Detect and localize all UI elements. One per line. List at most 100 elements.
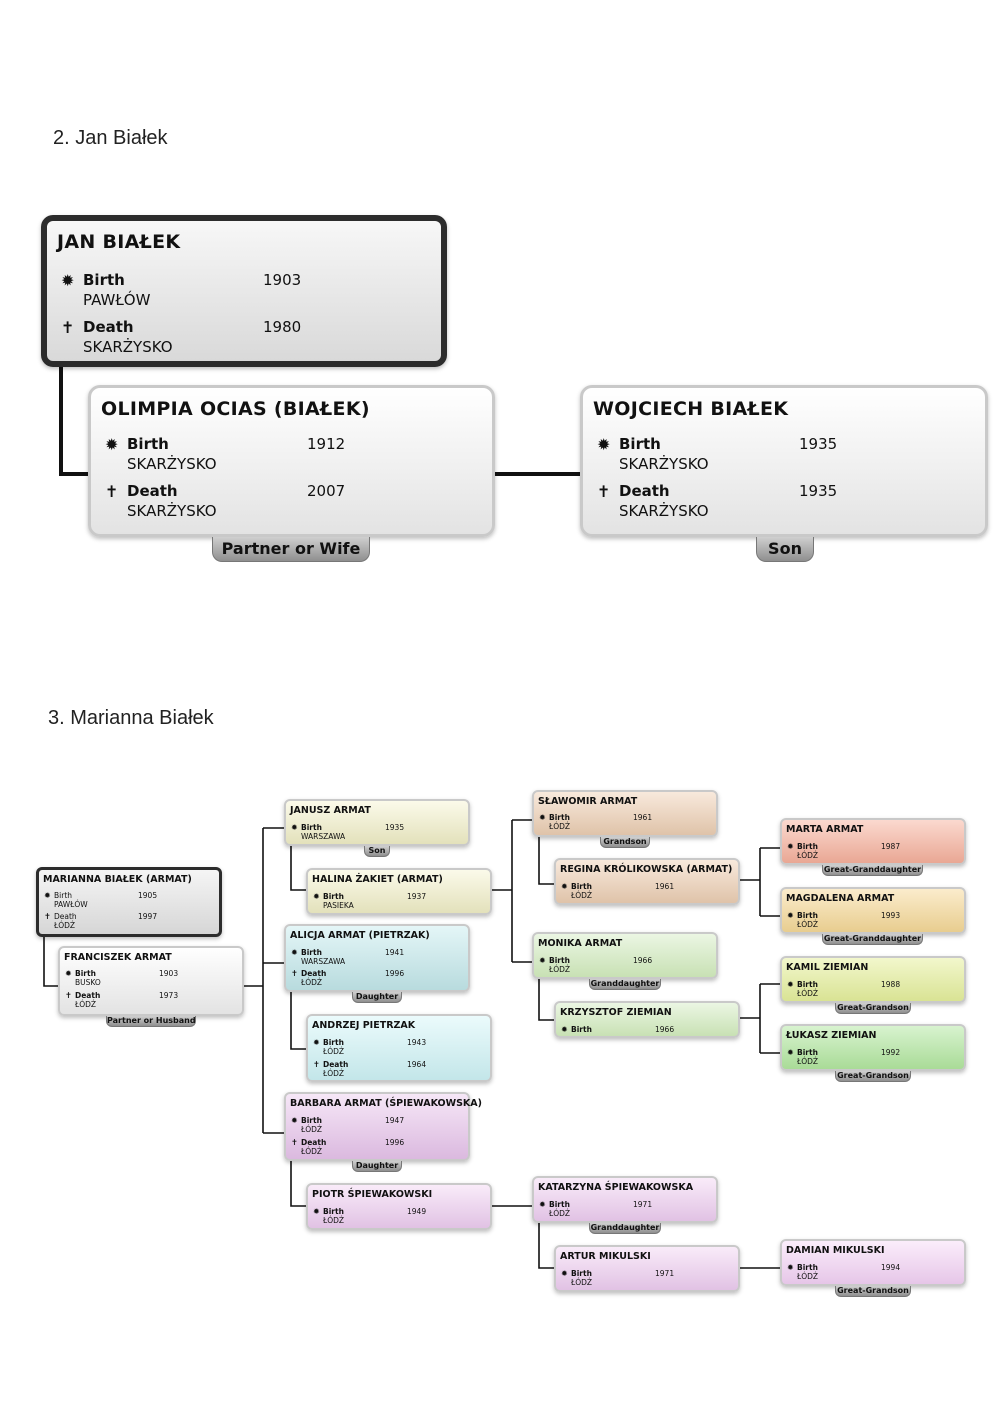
star-burst-icon: ✹ — [561, 882, 568, 891]
person-name: OLIMPIA OCIAS (BIAŁEK) — [101, 398, 370, 420]
death-year: 1964 — [407, 1060, 427, 1069]
birth-year: 1903 — [263, 271, 302, 289]
person-card-alicja-armat[interactable]: ALICJA ARMAT (PIETRZAK) ✹ Birth 1941 WAR… — [284, 924, 470, 992]
birth-label: Birth — [75, 969, 96, 978]
star-burst-icon: ✹ — [313, 892, 320, 901]
star-burst-icon: ✹ — [291, 1116, 298, 1125]
person-name: BARBARA ARMAT (ŚPIEWAKOWSKA) — [290, 1098, 482, 1109]
connector-katarzyna-artur — [538, 1222, 554, 1269]
person-name: HALINA ŻAKIET (ARMAT) — [312, 874, 443, 885]
person-card-regina-krolikowska[interactable]: REGINA KRÓLIKOWSKA (ARMAT) ✹ Birth 1961 … — [554, 858, 740, 905]
death-label: Death — [54, 912, 77, 921]
birth-label: Birth — [323, 892, 344, 901]
person-card-franciszek-armat[interactable]: FRANCISZEK ARMAT ✹ Birth 1903 BUSKO ✝ De… — [58, 946, 244, 1016]
person-card-jan-bialek[interactable]: JAN BIAŁEK ✹ Birth 1903 PAWŁÓW ✝ Death 1… — [41, 215, 447, 367]
marianna-tree-connectors — [43, 819, 780, 1269]
person-card-halina-zakiet[interactable]: HALINA ŻAKIET (ARMAT) ✹ Birth 1937 PASIE… — [306, 868, 492, 915]
birth-place: ŁÓDŹ — [797, 1057, 819, 1066]
person-card-slawomir-armat[interactable]: SŁAWOMIR ARMAT ✹ Birth 1961 ŁÓDŹ — [532, 790, 718, 837]
star-burst-icon: ✹ — [44, 891, 51, 900]
birth-year: 1912 — [307, 435, 346, 453]
person-card-barbara-armat[interactable]: BARBARA ARMAT (ŚPIEWAKOWSKA) ✹ Birth 194… — [284, 1092, 482, 1161]
birth-label: Birth — [83, 271, 125, 289]
birth-year: 1988 — [881, 980, 901, 989]
person-card-wojciech-bialek[interactable]: WOJCIECH BIAŁEK ✹ Birth 1935 SKARŻYSKO ✝… — [580, 385, 988, 537]
person-card-andrzej-pietrzak[interactable]: ANDRZEJ PIETRZAK ✹ Birth 1943 ŁÓDŹ ✝ Dea… — [306, 1014, 492, 1082]
person-card-marta-armat[interactable]: MARTA ARMAT ✹ Birth 1987 ŁÓDŹ — [780, 818, 966, 865]
birth-year: 1971 — [655, 1269, 675, 1278]
relation-badge: Granddaughter — [589, 979, 661, 990]
birth-year: 1966 — [655, 1025, 675, 1034]
connector-janusz-halina — [290, 845, 306, 891]
person-name: MARTA ARMAT — [786, 824, 864, 835]
birth-place: ŁÓDŹ — [549, 1209, 571, 1218]
birth-label: Birth — [571, 882, 592, 891]
connector-barbara-piotr — [290, 1160, 306, 1207]
relation-badge: Daughter — [352, 992, 402, 1003]
birth-label: Birth — [54, 891, 73, 900]
birth-label: Birth — [619, 435, 661, 453]
star-burst-icon: ✹ — [787, 980, 794, 989]
birth-label: Birth — [127, 435, 169, 453]
person-card-artur-mikulski[interactable]: ARTUR MIKULSKI ✹ Birth 1971 ŁÓDŹ — [554, 1245, 740, 1292]
person-card-kamil-ziemian[interactable]: KAMIL ZIEMIAN ✹ Birth 1988 ŁÓDŹ — [780, 956, 966, 1003]
star-burst-icon: ✹ — [291, 948, 298, 957]
birth-label: Birth — [549, 1200, 570, 1209]
cross-icon: ✝ — [61, 318, 75, 337]
person-name: ALICJA ARMAT (PIETRZAK) — [290, 930, 430, 941]
person-card-olimpia-ocias[interactable]: OLIMPIA OCIAS (BIAŁEK) ✹ Birth 1912 SKAR… — [88, 385, 495, 537]
birth-label: Birth — [797, 1263, 818, 1272]
connector-monika-krzysztof — [538, 979, 554, 1021]
birth-label: Birth — [301, 823, 322, 832]
birth-place: PAWŁÓW — [83, 291, 151, 309]
person-card-magdalena-armat[interactable]: MAGDALENA ARMAT ✹ Birth 1993 ŁÓDŹ — [780, 887, 966, 934]
person-card-krzysztof-ziemian[interactable]: KRZYSZTOF ZIEMIAN ✹ Birth 1966 — [554, 1001, 740, 1038]
death-place: SKARŻYSKO — [619, 502, 709, 520]
death-year: 1996 — [385, 969, 405, 978]
birth-place: ŁÓDŹ — [797, 1272, 819, 1281]
birth-place: ŁÓDŹ — [301, 1125, 323, 1134]
birth-place: ŁÓDŹ — [323, 1047, 345, 1056]
person-name: ŁUKASZ ZIEMIAN — [786, 1030, 877, 1041]
section-title-marianna: 3. Marianna Białek — [48, 707, 214, 729]
relation-badge: Great-Granddaughter — [822, 934, 923, 945]
birth-label: Birth — [549, 813, 570, 822]
person-card-monika-armat[interactable]: MONIKA ARMAT ✹ Birth 1966 ŁÓDŹ — [532, 932, 718, 979]
birth-label: Birth — [301, 1116, 322, 1125]
person-name: DAMIAN MIKULSKI — [786, 1245, 885, 1256]
birth-year: 1971 — [633, 1200, 653, 1209]
person-card-janusz-armat[interactable]: JANUSZ ARMAT ✹ Birth 1935 WARSZAWA — [284, 799, 470, 846]
birth-label: Birth — [797, 911, 818, 920]
jan-tree-connectors — [59, 366, 582, 476]
death-place: ŁÓDŹ — [75, 1000, 97, 1009]
star-burst-icon: ✹ — [787, 842, 794, 851]
birth-place: ŁÓDŹ — [571, 891, 593, 900]
person-name: KRZYSZTOF ZIEMIAN — [560, 1007, 672, 1018]
person-name: KAMIL ZIEMIAN — [786, 962, 869, 973]
relation-badge: Great-Grandson — [835, 1071, 911, 1082]
star-burst-icon: ✹ — [561, 1269, 568, 1278]
relation-badge: Partner or Wife — [212, 537, 370, 562]
birth-place: BUSKO — [75, 978, 101, 987]
birth-place: ŁÓDŹ — [797, 851, 819, 860]
birth-year: 1987 — [881, 842, 901, 851]
cross-icon: ✝ — [291, 969, 298, 978]
birth-label: Birth — [797, 980, 818, 989]
relation-badge: Daughter — [352, 1161, 402, 1172]
person-card-damian-mikulski[interactable]: DAMIAN MIKULSKI ✹ Birth 1994 ŁÓDŹ — [780, 1239, 966, 1286]
birth-place: WARSZAWA — [301, 832, 346, 841]
relation-badge: Great-Grandson — [835, 1003, 911, 1014]
star-burst-icon: ✹ — [539, 813, 546, 822]
person-card-piotr-spiewakowski[interactable]: PIOTR ŚPIEWAKOWSKI ✹ Birth 1949 ŁÓDŹ — [306, 1183, 492, 1230]
person-card-katarzyna-spiewakowska[interactable]: KATARZYNA ŚPIEWAKOWSKA ✹ Birth 1971 ŁÓDŹ — [532, 1176, 718, 1223]
star-burst-icon: ✹ — [61, 271, 75, 290]
relation-badge: Grandson — [600, 837, 650, 848]
birth-year: 1935 — [799, 435, 838, 453]
person-card-marianna-bialek[interactable]: MARIANNA BIAŁEK (ARMAT) ✹ Birth 1905 PAW… — [36, 867, 222, 937]
person-card-lukasz-ziemian[interactable]: ŁUKASZ ZIEMIAN ✹ Birth 1992 ŁÓDŹ — [780, 1024, 966, 1071]
death-label: Death — [301, 969, 327, 978]
cross-icon: ✝ — [105, 482, 119, 501]
cross-icon: ✝ — [44, 912, 51, 921]
birth-label: Birth — [301, 948, 322, 957]
